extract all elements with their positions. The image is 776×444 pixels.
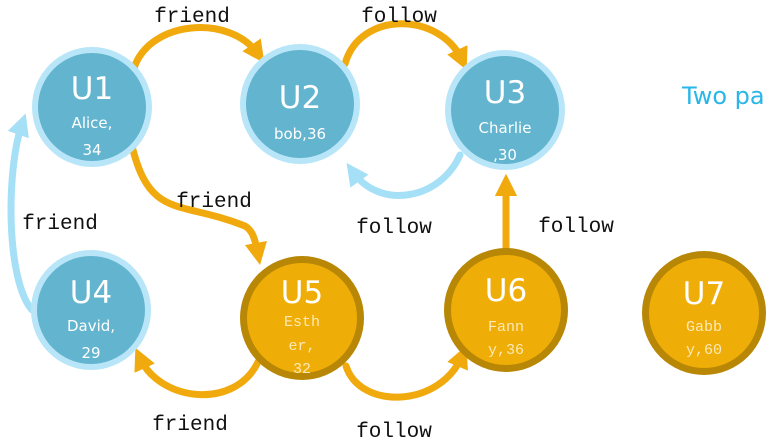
slide-title: Two pa [681, 82, 765, 110]
node-u3-info-line2: ,30 [493, 146, 517, 164]
edge-label-u1-u2: friend [154, 6, 230, 29]
edge-u4-u1 [7, 113, 36, 314]
node-u6-info-line2: y,36 [488, 342, 524, 359]
node-u3[interactable]: U3 Charlie ,30 [445, 50, 565, 170]
edge-label-u1-u5: friend [176, 191, 252, 214]
edge-u5-u4 [134, 347, 262, 398]
node-u7-info-line1: Gabb [686, 319, 722, 336]
edge-label-u6-u3: follow [538, 216, 614, 239]
node-u2-info-line1: bob,36 [274, 125, 326, 143]
edge-u3-u2 [346, 151, 464, 199]
node-u6-info-line1: Fann [488, 319, 524, 336]
node-u5-id: U5 [281, 275, 323, 311]
node-u5-info-line1: Esth [284, 314, 320, 331]
node-u5[interactable]: U5 Esth er, 32 [240, 256, 364, 380]
node-u4-info-line1: David, [67, 317, 115, 335]
node-u5-info-line2: er, [288, 338, 315, 355]
node-u6-id: U6 [485, 273, 527, 309]
node-u1-id: U1 [71, 71, 113, 107]
edge-label-u5-u6: follow [356, 421, 432, 444]
edge-label-u2-u3: follow [361, 6, 437, 29]
node-u4[interactable]: U4 David, 29 [31, 250, 151, 370]
node-u3-info-line1: Charlie [479, 119, 532, 137]
edge-label-u4-u1: friend [22, 213, 98, 236]
node-u7-info-line2: y,60 [686, 342, 722, 359]
edge-label-u5-u4: friend [152, 414, 228, 437]
node-u1[interactable]: U1 Alice, 34 [32, 47, 152, 167]
node-u7[interactable]: U7 Gabb y,60 [642, 251, 766, 375]
edge-u2-u3 [341, 20, 468, 71]
node-u5-info-line3: 32 [293, 361, 311, 378]
edges [7, 20, 518, 401]
edge-label-u3-u2: follow [356, 217, 432, 240]
node-u7-id: U7 [683, 276, 725, 312]
node-u1-info-line2: 34 [82, 141, 101, 159]
node-u2[interactable]: U2 bob,36 [240, 44, 360, 164]
node-u4-info-line2: 29 [81, 344, 100, 362]
node-u6[interactable]: U6 Fann y,36 [444, 248, 568, 372]
edge-u1-u2 [130, 24, 265, 72]
node-u2-id: U2 [279, 80, 321, 116]
node-u3-id: U3 [484, 75, 526, 111]
edge-u1-u5 [128, 142, 267, 266]
edge-labels: friend follow friend friend follow follo… [22, 6, 614, 444]
edge-u5-u6 [342, 345, 468, 401]
node-u1-info-line1: Alice, [72, 114, 113, 132]
node-u4-id: U4 [70, 275, 112, 311]
